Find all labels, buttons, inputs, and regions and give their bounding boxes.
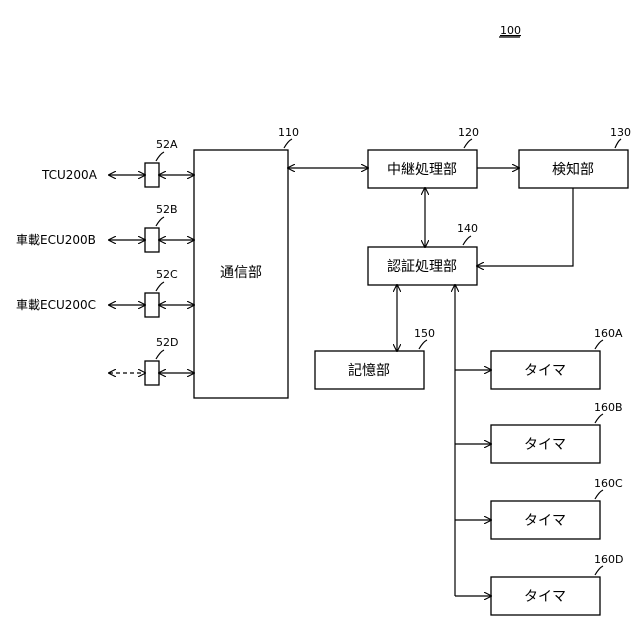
port-52a-block: [145, 163, 159, 187]
detection-auth-arrow: [477, 188, 573, 266]
storage-unit-leader: [419, 340, 427, 349]
communication-unit-label: 通信部: [220, 265, 262, 281]
port-52c-leader: [156, 282, 164, 291]
port-52a-leader: [156, 152, 164, 161]
detection-unit-ref: 130: [610, 126, 631, 139]
timer-b-ref: 160B: [594, 401, 623, 414]
storage-unit-ref: 150: [414, 327, 435, 340]
timer-b-label: タイマ: [524, 437, 566, 453]
port-52c-block: [145, 293, 159, 317]
timer-c-label: タイマ: [524, 513, 566, 529]
port-52d-ref: 52D: [156, 336, 178, 349]
port-52b-leader: [156, 217, 164, 226]
timer-d-leader: [595, 566, 603, 575]
port-52a-ref: 52A: [156, 138, 178, 151]
timer-d-ref: 160D: [594, 553, 623, 566]
auth-unit-label: 認証処理部: [387, 259, 457, 275]
timer-c-ref: 160C: [594, 477, 623, 490]
auth-unit-ref: 140: [457, 222, 478, 235]
figure-ref: 100: [500, 24, 521, 37]
relay-unit-leader: [464, 139, 472, 148]
port-52d-leader: [156, 350, 164, 359]
auth-unit-leader: [463, 236, 471, 245]
communication-unit-leader: [284, 139, 292, 148]
relay-unit-ref: 120: [458, 126, 479, 139]
timer-a-leader: [595, 340, 603, 349]
timer-a-ref: 160A: [594, 327, 623, 340]
port-52b-block: [145, 228, 159, 252]
tcu-label: TCU200A: [41, 168, 98, 182]
port-52d-block: [145, 361, 159, 385]
timer-b-leader: [595, 414, 603, 423]
ecu-c-label: 車載ECU200C: [16, 298, 96, 312]
ecu-b-label: 車載ECU200B: [16, 233, 96, 247]
relay-unit-label: 中継処理部: [387, 162, 457, 178]
communication-unit-ref: 110: [278, 126, 299, 139]
port-52c-ref: 52C: [156, 268, 178, 281]
detection-unit-label: 検知部: [552, 161, 594, 178]
timer-c-leader: [595, 490, 603, 499]
detection-unit-leader: [615, 139, 621, 148]
port-52b-ref: 52B: [156, 203, 178, 216]
storage-unit-label: 記憶部: [348, 362, 390, 379]
timer-a-label: タイマ: [524, 363, 566, 379]
timer-d-label: タイマ: [524, 589, 566, 605]
